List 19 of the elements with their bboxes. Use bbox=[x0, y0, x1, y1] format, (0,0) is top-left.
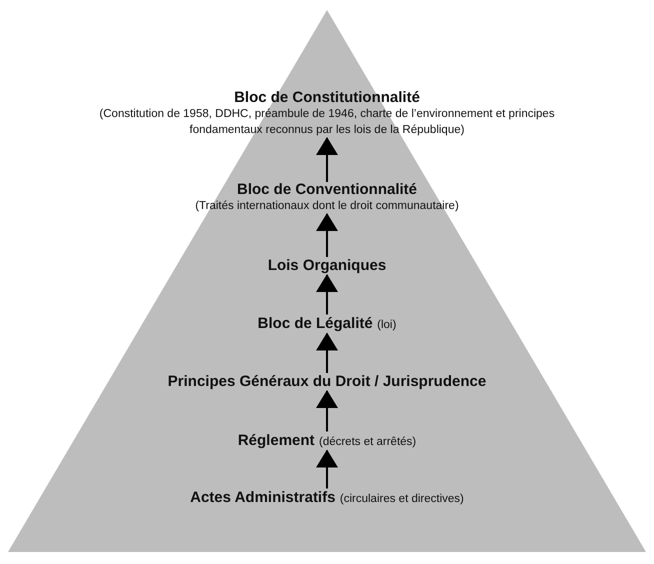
level-note: (décrets et arrêtés) bbox=[318, 436, 416, 448]
level-note: (Traités internationaux dont le droit communautaire) bbox=[194, 199, 460, 214]
level-title: Lois Organiques bbox=[268, 257, 386, 274]
level-note: (circulaires et directives) bbox=[340, 492, 464, 504]
arrow bbox=[316, 137, 338, 182]
level-note: (Constitution de 1958, DDHC, préambule de 1946, charte de l’environnement et principes fondamentaux reconnus par les lois de la République) bbox=[98, 107, 556, 138]
arrow bbox=[316, 213, 338, 257]
level-title: Bloc de Légalité bbox=[258, 314, 373, 332]
level-title: Principes Généraux du Droit / Jurisprudence bbox=[168, 373, 486, 390]
level-title: Bloc de Conventionnalité bbox=[236, 182, 418, 198]
arrow bbox=[316, 450, 338, 488]
arrow bbox=[316, 332, 338, 373]
arrow bbox=[316, 274, 338, 314]
pyramid-shape bbox=[8, 10, 646, 552]
arrow bbox=[316, 390, 338, 432]
level-title: Réglement bbox=[238, 432, 315, 448]
level-note: (loi) bbox=[377, 318, 396, 330]
level-title: Bloc de Constitutionnalité bbox=[233, 90, 421, 106]
level-title: Actes Administratifs bbox=[190, 488, 336, 506]
